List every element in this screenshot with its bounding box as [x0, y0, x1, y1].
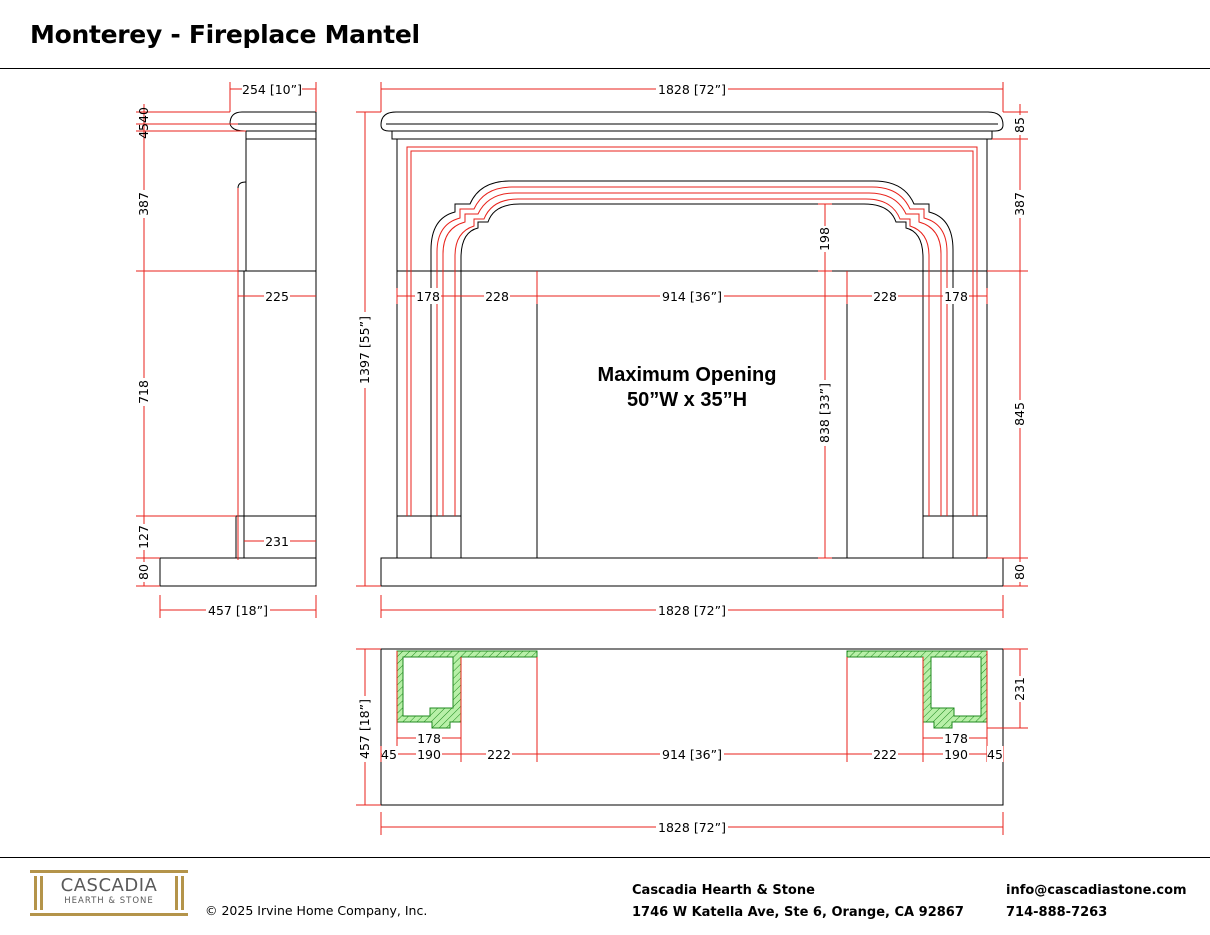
dim-plan-190-left: 190 [417, 747, 441, 762]
front-red-moulding [406, 146, 978, 516]
front-dimension-labels: 1828 [72”] 1397 [55”] 85 387 845 80 198 … [357, 81, 1027, 618]
logo-columns-icon [30, 870, 188, 916]
front-shelf-moulding [391, 130, 993, 140]
dim-front-838: 838 [33”] [817, 383, 832, 443]
logo-subtitle: HEARTH & STONE [64, 896, 154, 906]
dim-side-80: 80 [136, 564, 151, 580]
dim-plan-231: 231 [1012, 677, 1027, 701]
dim-front-178-right: 178 [944, 289, 968, 304]
company-address: 1746 W Katella Ave, Ste 6, Orange, CA 92… [632, 905, 964, 920]
header-divider [0, 68, 1210, 69]
dim-plan-222-right: 222 [873, 747, 897, 762]
dim-side-depth-bottom: 457 [18”] [208, 603, 268, 618]
page-title: Monterey - Fireplace Mantel [30, 20, 420, 49]
copyright: © 2025 Irvine Home Company, Inc. [205, 903, 428, 918]
dim-plan-190-right: 190 [944, 747, 968, 762]
plan-section-left [396, 650, 538, 729]
dim-plan-45-right: 45 [987, 747, 1003, 762]
contact-info: info@cascadiastone.com 714-888-7263 [1006, 880, 1187, 924]
dim-front-height-total: 1397 [55”] [357, 316, 372, 384]
dim-front-198: 198 [817, 227, 832, 251]
dim-plan-222-left: 222 [487, 747, 511, 762]
company-info: Cascadia Hearth & Stone 1746 W Katella A… [632, 880, 964, 924]
plan-view [380, 648, 1004, 806]
front-shelf [380, 111, 1004, 132]
side-frieze [245, 130, 317, 140]
dim-side-718: 718 [136, 380, 151, 404]
logo-name: CASCADIA [60, 875, 158, 896]
dim-front-845: 845 [1012, 402, 1027, 426]
side-dimensions [136, 82, 317, 618]
footer-divider [0, 857, 1210, 858]
front-dimensions [356, 82, 1028, 618]
plan-section-right [846, 650, 988, 729]
dim-plan-178-left: 178 [417, 731, 441, 746]
side-leg [237, 270, 317, 517]
dim-plan-depth: 457 [18”] [357, 699, 372, 759]
dim-front-228-left: 228 [485, 289, 509, 304]
company-name: Cascadia Hearth & Stone [632, 883, 815, 898]
dim-plan-914: 914 [36”] [662, 747, 722, 762]
front-arch-outer [430, 180, 954, 516]
front-plinth-left [396, 515, 462, 559]
dim-side-231: 231 [265, 534, 289, 549]
dim-front-178-left: 178 [416, 289, 440, 304]
side-view [159, 111, 317, 587]
cascadia-logo: CASCADIA HEARTH & STONE [30, 870, 188, 916]
front-opening [536, 270, 848, 559]
plan-dimension-labels: 457 [18”] 231 178 45 190 222 914 [36”] 2… [357, 676, 1027, 835]
contact-phone[interactable]: 714-888-7263 [1006, 905, 1108, 920]
front-view [380, 111, 1004, 587]
dim-front-914: 914 [36”] [662, 289, 722, 304]
dim-side-45-40: 4540 [136, 107, 151, 139]
front-plinth-right [922, 515, 988, 559]
plan-outline [380, 648, 1004, 806]
dim-plan-width: 1828 [72”] [658, 820, 726, 835]
side-upper-body [245, 138, 317, 272]
dim-front-width-top: 1828 [72”] [658, 82, 726, 97]
max-opening-title: Maximum Opening [598, 364, 777, 386]
dim-side-387: 387 [136, 192, 151, 216]
contact-email[interactable]: info@cascadiastone.com [1006, 883, 1187, 898]
dim-plan-45-left: 45 [381, 747, 397, 762]
plan-sections [396, 650, 988, 729]
dim-side-225: 225 [265, 289, 289, 304]
side-dimension-labels: 254 [10”] 4540 387 718 127 80 225 231 45… [136, 81, 302, 618]
dim-front-85: 85 [1012, 117, 1027, 133]
side-shelf [229, 111, 317, 132]
dim-front-80: 80 [1012, 564, 1027, 580]
dim-plan-178-right: 178 [944, 731, 968, 746]
max-opening-size: 50”W x 35”H [627, 389, 747, 411]
side-hearth [159, 557, 317, 587]
dim-side-127: 127 [136, 525, 151, 549]
front-frame [396, 138, 988, 559]
dim-front-387: 387 [1012, 192, 1027, 216]
front-arch-inner [460, 203, 924, 516]
front-hearth [380, 557, 1004, 587]
dim-front-width-bottom: 1828 [72”] [658, 603, 726, 618]
dim-front-228-right: 228 [873, 289, 897, 304]
dim-side-depth-top: 254 [10”] [242, 82, 302, 97]
